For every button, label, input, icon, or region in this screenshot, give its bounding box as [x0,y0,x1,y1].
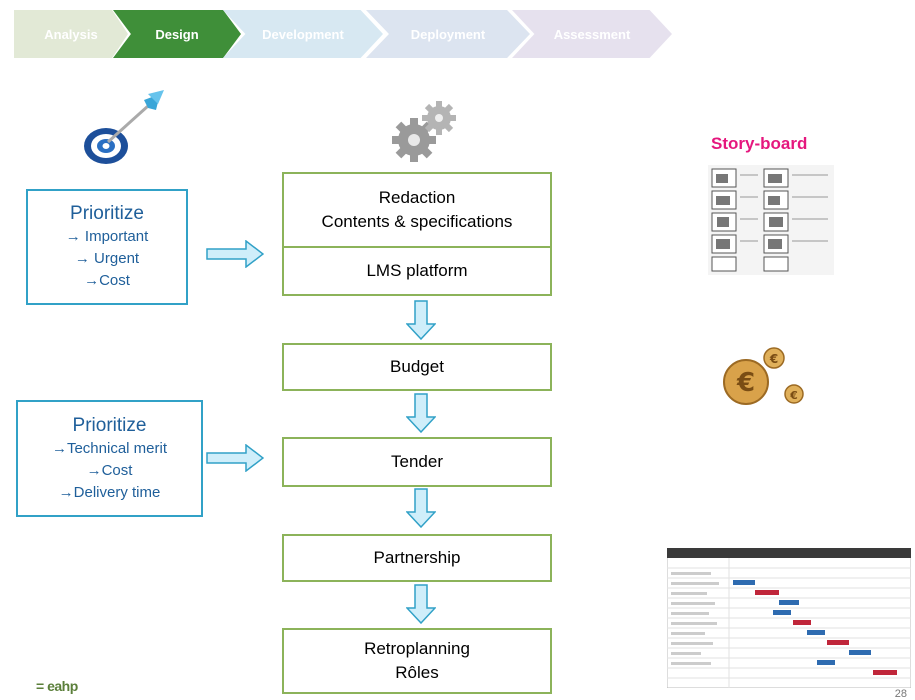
page-number: 28 [894,688,907,700]
euro-coins-icon: € € € [723,347,804,405]
box-line: →Cost [84,272,130,289]
storyboard-title: Story-board [711,134,808,153]
step-development: Development [223,10,383,58]
box-line: →Technical merit [51,439,168,457]
storyboard-image [708,165,834,275]
partnership-label: Partnership [373,548,461,567]
step-assessment: Assessment [512,10,672,58]
box-line: → Urgent [74,250,140,267]
arrow-right-icon [206,240,264,268]
arrow-down-icon [406,488,436,528]
retroplanning-box: Retroplanning Rôles [282,628,552,694]
prioritize-box-1: Prioritize → Important → Urgent →Cost [26,189,188,305]
step-design: Design [113,10,241,58]
step-label: Analysis [44,26,98,42]
roles-label: Rôles [395,663,439,682]
step-label: Design [155,26,199,42]
step-label: Deployment [410,26,486,42]
svg-text:€: € [736,368,755,398]
redaction-line: Redaction [378,188,456,207]
gantt-chart-image [667,548,911,688]
step-analysis: Analysis [14,10,128,58]
box-line: →Cost [86,461,133,479]
step-deployment: Deployment [366,10,530,58]
step-label: Assessment [553,26,631,42]
arrow-down-icon [406,300,436,340]
step-label: Development [262,26,344,42]
box-title: Prioritize [70,203,144,224]
box-line: → Important [65,228,149,245]
gears-icon [392,101,456,162]
lms-label: LMS platform [366,261,468,280]
eahp-logo: = eahp [36,678,78,694]
partnership-box: Partnership [282,534,552,582]
tender-label: Tender [391,452,443,471]
arrow-right-icon [206,444,264,472]
redaction-box: Redaction Contents & specifications [282,172,552,248]
budget-label: Budget [390,357,444,376]
tender-box: Tender [282,437,552,487]
contents-specifications-line: Contents & specifications [321,212,513,231]
prioritize-box-2: Prioritize →Technical merit →Cost →Deliv… [16,400,203,517]
box-title: Prioritize [72,414,147,436]
svg-text:€: € [789,389,798,402]
lms-platform-box: LMS platform [282,246,552,296]
dart-target-icon [84,90,164,164]
box-line: →Delivery time [58,483,161,501]
arrow-down-icon [406,393,436,433]
arrow-down-icon [406,584,436,624]
retroplanning-label: Retroplanning [364,639,470,658]
budget-box: Budget [282,343,552,391]
svg-text:€: € [769,352,778,366]
